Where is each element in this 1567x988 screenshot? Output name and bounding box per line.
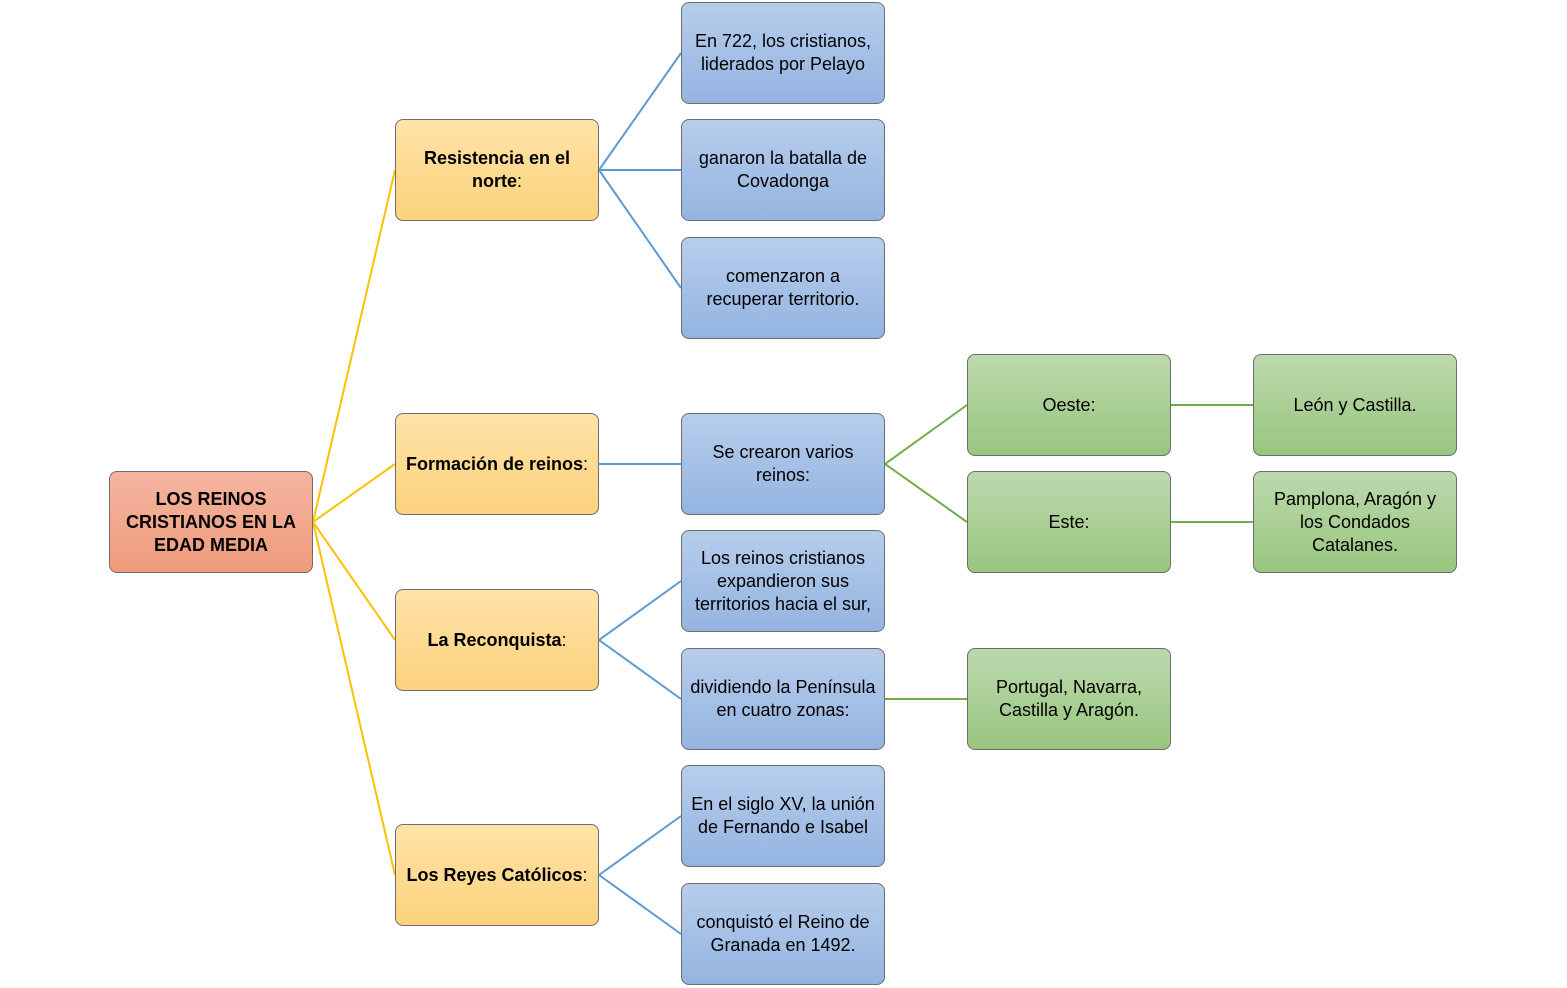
root-topic-label: LOS REINOS CRISTIANOS EN LA EDAD MEDIA [125,488,296,555]
connector-line [598,169,682,289]
detail-recuperar: comenzaron a recuperar territorio. [681,237,885,339]
root-topic: LOS REINOS CRISTIANOS EN LA EDAD MEDIA [109,471,313,573]
leaf-pamplona-aragon: Pamplona, Aragón y los Condados Catalane… [1253,471,1457,573]
connector-line [598,580,682,641]
subdetail-cuatro-zonas: Portugal, Navarra, Castilla y Aragón. [967,648,1171,750]
category-suffix: : [561,629,567,650]
connector-line [884,463,968,523]
category-reyes: Los Reyes Católicos: [395,824,599,926]
detail-text: En 722, los cristianos, liderados por Pe… [694,31,872,74]
category-label: Los Reyes Católicos [406,864,583,885]
category-suffix: : [582,864,588,885]
detail-text: En el siglo XV, la unión de Fernando e I… [691,794,875,837]
detail-text: dividiendo la Península en cuatro zonas: [690,677,876,720]
detail-union: En el siglo XV, la unión de Fernando e I… [681,765,885,867]
detail-varios-reinos: Se crearon varios reinos: [681,413,885,515]
category-suffix: : [516,171,522,191]
subdetail-oeste: Oeste: [967,354,1171,456]
detail-dividiendo: dividiendo la Península en cuatro zonas: [681,648,885,750]
category-label: Resistencia en el norte [423,148,571,191]
category-label: La Reconquista [427,629,562,650]
detail-expandieron: Los reinos cristianos expandieron sus te… [681,530,885,632]
connector-line [312,521,396,641]
connector-line [312,169,396,523]
detail-text: Los reinos cristianos expandieron sus te… [694,547,872,614]
category-label: Formación de reinos [405,453,584,474]
subdetail-text: Portugal, Navarra, Castilla y Aragón. [995,677,1143,720]
leaf-text: Pamplona, Aragón y los Condados Catalane… [1273,488,1437,555]
category-reconquista: La Reconquista: [395,589,599,691]
subdetail-este: Este: [967,471,1171,573]
connector-line [884,404,968,465]
connector-line [312,521,396,876]
category-resistencia: Resistencia en el norte: [395,119,599,221]
detail-covadonga: ganaron la batalla de Covadonga [681,119,885,221]
connector-line [598,52,682,171]
connector-line [598,815,682,876]
category-suffix: : [583,453,589,474]
subdetail-text: Oeste: [1042,394,1096,415]
detail-text: Se crearon varios reinos: [712,442,854,485]
connector-line [598,639,682,700]
detail-granada: conquistó el Reino de Granada en 1492. [681,883,885,985]
detail-text: ganaron la batalla de Covadonga [698,148,868,191]
subdetail-text: Este: [1048,511,1090,532]
category-formacion: Formación de reinos: [395,413,599,515]
leaf-text: León y Castilla. [1293,394,1417,415]
detail-pelayo: En 722, los cristianos, liderados por Pe… [681,2,885,104]
connector-line [598,874,682,935]
leaf-leon-castilla: León y Castilla. [1253,354,1457,456]
connector-line [312,463,396,523]
detail-text: conquistó el Reino de Granada en 1492. [696,912,870,955]
detail-text: comenzaron a recuperar territorio. [706,266,860,309]
